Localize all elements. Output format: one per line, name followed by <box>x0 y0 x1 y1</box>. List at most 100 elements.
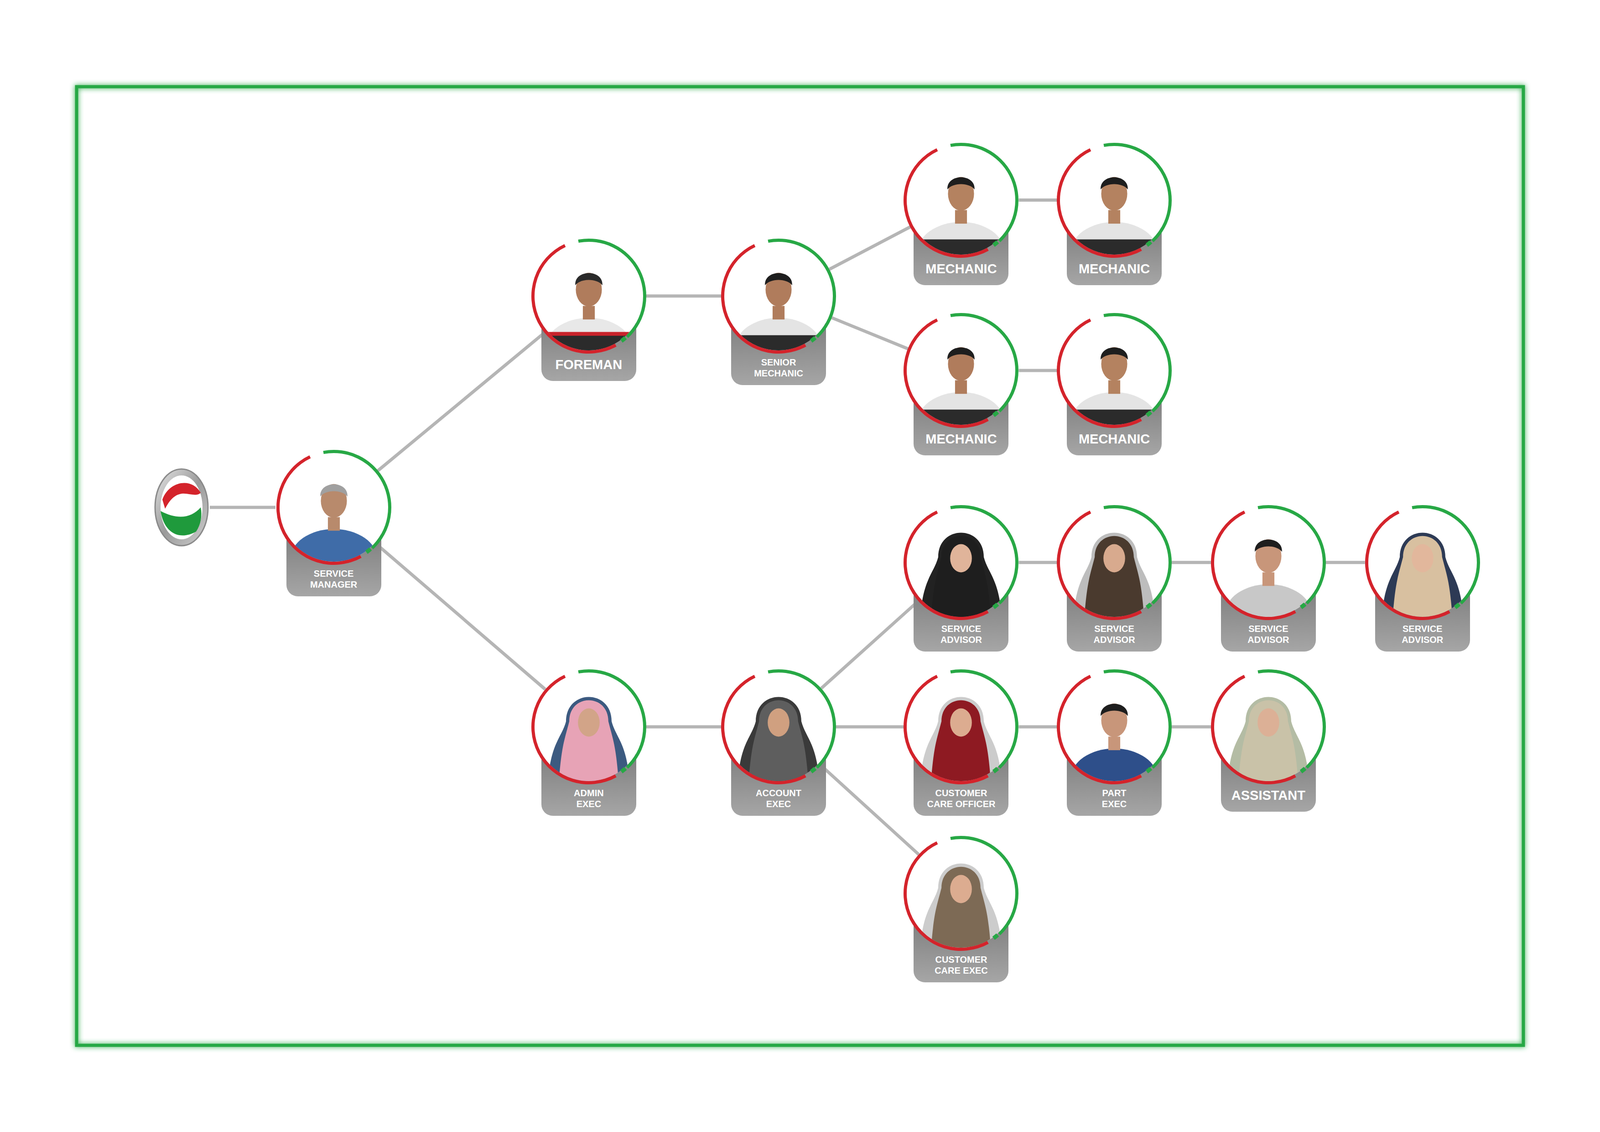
photo-ring <box>1365 504 1481 620</box>
portrait-placeholder <box>1059 347 1169 452</box>
photo-ground <box>724 672 833 781</box>
staff-node: MECHANIC <box>902 311 1020 456</box>
photo-ring <box>1210 669 1326 785</box>
label-area: SERVICE ADVISOR <box>1364 623 1481 645</box>
photo-ring <box>1056 312 1172 428</box>
brand-logo <box>155 468 208 546</box>
label-area: MECHANIC <box>1055 431 1173 447</box>
photo-ground <box>906 508 1016 617</box>
staff-node: CUSTOMER CARE EXEC <box>902 834 1020 982</box>
label-area: MECHANIC <box>1055 260 1173 277</box>
staff-node: MECHANIC <box>1055 311 1173 456</box>
role-label: SERVICE ADVISOR <box>1388 623 1457 645</box>
logo-connector <box>209 505 276 510</box>
photo-ring <box>903 142 1019 258</box>
label-area: CUSTOMER CARE OFFICER <box>902 787 1020 810</box>
org-connector <box>821 600 919 689</box>
portrait-placeholder <box>737 696 820 781</box>
staff-node: MECHANIC <box>902 141 1020 286</box>
photo-ring <box>531 669 647 785</box>
label-area: SERVICE MANAGER <box>275 567 393 590</box>
role-label: MECHANIC <box>1078 260 1150 277</box>
photo-ring <box>903 669 1019 785</box>
org-connector <box>646 724 722 728</box>
staff-node: ACCOUNT EXEC <box>720 668 837 816</box>
label-area: CUSTOMER CARE EXEC <box>902 953 1020 976</box>
role-label: ADMIN EXEC <box>566 787 612 810</box>
page-frame <box>76 86 1524 1045</box>
staff-node: ADMIN EXEC <box>530 668 648 816</box>
photo-ring <box>1056 504 1172 620</box>
role-label: CUSTOMER CARE EXEC <box>922 953 1000 976</box>
org-connector <box>831 317 909 349</box>
portrait-placeholder <box>906 347 1016 452</box>
portrait-placeholder <box>920 532 1003 617</box>
org-connector <box>646 294 722 298</box>
photo-ring <box>1056 142 1172 258</box>
photo-ring <box>1210 504 1326 620</box>
portrait-placeholder <box>906 176 1016 282</box>
role-label: SERVICE ADVISOR <box>926 623 996 645</box>
portrait-placeholder <box>920 696 1003 781</box>
org-connector <box>1171 560 1211 564</box>
photo-ring <box>721 238 837 354</box>
label-area: SENIOR MECHANIC <box>720 356 837 379</box>
photo-ring <box>531 238 647 354</box>
org-connector <box>378 332 545 471</box>
label-area: MECHANIC <box>902 431 1020 447</box>
staff-node: SERVICE ADVISOR <box>1364 503 1481 652</box>
portrait-placeholder <box>1381 532 1464 617</box>
photo-ring <box>1056 669 1172 785</box>
role-label: MECHANIC <box>925 260 997 277</box>
staff-node: CUSTOMER CARE OFFICER <box>902 668 1020 816</box>
org-connector <box>1171 724 1211 728</box>
staff-node: SERVICE ADVISOR <box>1210 503 1327 652</box>
photo-ring <box>903 312 1019 428</box>
role-label: ASSISTANT <box>1231 787 1306 804</box>
photo-ground <box>534 672 644 781</box>
org-connector <box>1325 560 1366 564</box>
role-label: FOREMAN <box>555 356 623 373</box>
photo-ring <box>903 504 1019 620</box>
portrait-placeholder <box>1073 532 1156 617</box>
portrait-placeholder <box>534 272 644 378</box>
label-area: FOREMAN <box>530 356 648 373</box>
photo-ground <box>906 838 1016 948</box>
photo-ground <box>534 241 644 351</box>
portrait-placeholder <box>548 696 630 781</box>
staff-node: ASSISTANT <box>1210 668 1327 812</box>
org-connector <box>1018 560 1057 564</box>
org-connector <box>820 765 919 855</box>
staff-node: PART EXEC <box>1055 668 1173 816</box>
photo-ring <box>721 669 837 785</box>
label-area: MECHANIC <box>902 260 1020 277</box>
label-area: ACCOUNT EXEC <box>720 787 837 810</box>
photo-ground <box>1214 672 1323 781</box>
portrait-placeholder <box>1227 696 1310 781</box>
label-area: ADMIN EXEC <box>530 787 648 810</box>
org-connector <box>1018 724 1057 728</box>
staff-node: SERVICE ADVISOR <box>1055 503 1173 652</box>
portrait-placeholder <box>1059 176 1169 282</box>
label-area: PART EXEC <box>1055 787 1173 810</box>
label-area: SERVICE ADVISOR <box>902 623 1020 645</box>
org-connector <box>377 544 546 690</box>
label-area: ASSISTANT <box>1210 787 1327 804</box>
org-connector <box>1018 368 1057 373</box>
staff-node: SERVICE MANAGER <box>275 448 393 597</box>
role-label: CUSTOMER CARE OFFICER <box>922 787 1000 810</box>
org-connector <box>829 226 911 270</box>
portrait-placeholder <box>920 862 1003 947</box>
org-connector <box>836 724 904 728</box>
label-area: SERVICE ADVISOR <box>1210 623 1327 645</box>
org-connector <box>1018 198 1057 202</box>
role-label: SENIOR MECHANIC <box>744 356 813 379</box>
staff-node: MECHANIC <box>1055 141 1173 286</box>
label-area: SERVICE ADVISOR <box>1055 623 1173 645</box>
role-label: MECHANIC <box>1078 431 1150 447</box>
role-label: SERVICE MANAGER <box>299 567 369 590</box>
role-label: MECHANIC <box>925 431 997 447</box>
photo-ring <box>276 449 392 565</box>
